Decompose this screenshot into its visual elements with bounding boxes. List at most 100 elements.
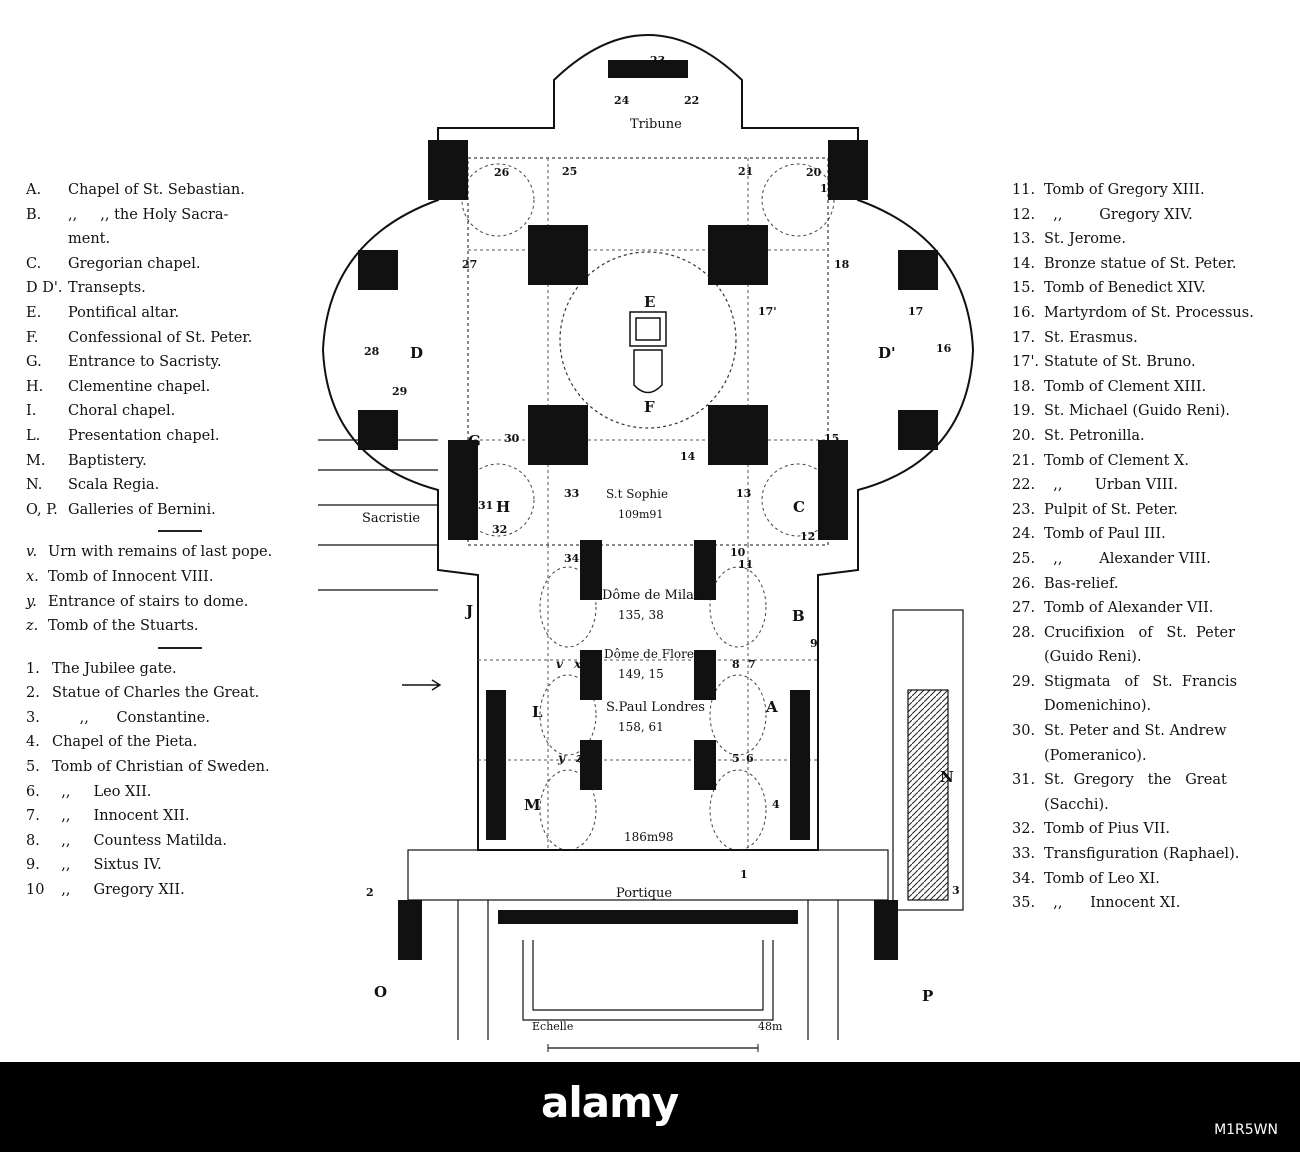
legend-entry: 33.Transfiguration (Raphael). — [1012, 842, 1282, 867]
legend-key: 35. — [1012, 895, 1036, 912]
legend-text: ment. — [68, 231, 111, 248]
legend-entry: 27. Tomb of Alexander VII. — [1012, 596, 1282, 621]
legend-text: Chapel of St. Sebastian. — [68, 182, 245, 198]
st-paul-length: 158, 61 — [618, 720, 664, 734]
marker-B: B — [792, 607, 805, 625]
legend-key: 7. — [26, 808, 40, 825]
marker-A: A — [765, 698, 778, 716]
legend-entry: C.Gregorian chapel. — [26, 252, 326, 277]
legend-key: I. — [26, 403, 37, 420]
legend-text: ,, Alexander VIII. — [1044, 550, 1211, 567]
legend-entry: 18.Tomb of Clement XIII. — [1012, 375, 1282, 400]
legend-key: M. — [26, 452, 46, 469]
legend-entry: (Pomeranico). — [1012, 744, 1282, 769]
legend-text: ,, Countess Matilda. — [52, 832, 228, 849]
marker-21: 21 — [738, 165, 753, 178]
legend-divider — [158, 530, 202, 533]
legend-text: Transfiguration (Raphael). — [1044, 846, 1240, 863]
legend-entry: 13.St. Jerome. — [1012, 227, 1282, 252]
marker-x: x — [573, 657, 582, 671]
legend-entry: 4.Chapel of the Pieta. — [26, 730, 326, 755]
legend-key: 23. — [1012, 501, 1036, 518]
marker-30: 30 — [504, 432, 520, 445]
marker-O: O — [374, 983, 387, 1001]
marker-J: J — [464, 602, 473, 620]
legend-text: Tomb of Alexander VII. — [1044, 600, 1214, 617]
marker-14: 14 — [680, 450, 696, 463]
legend-entry: L.Presentation chapel. — [26, 424, 326, 449]
marker-27: 27 — [462, 258, 477, 271]
marker-7: 7 — [748, 658, 756, 671]
legend-text: ,, Innocent XI. — [1044, 895, 1181, 912]
legend-numbers: 1.The Jubilee gate.2.Statue of Charles t… — [26, 657, 326, 903]
legend-entry: 31.St. Gregory the Great — [1012, 768, 1282, 793]
legend-right: 11.Tomb of Gregory XIII.12. ,, Gregory X… — [1012, 178, 1282, 916]
legend-text: Galleries of Bernini. — [68, 501, 216, 518]
legend-entry: (Guido Reni). — [1012, 645, 1282, 670]
legend-text: Gregorian chapel. — [68, 255, 201, 272]
marker-N: N — [940, 768, 954, 786]
legend-entry: I.Choral chapel. — [26, 399, 326, 424]
legend-entry: 12. ,, Gregory XIV. — [1012, 203, 1282, 228]
marker-17-prime: 17' — [758, 305, 777, 318]
legend-key: 1. — [26, 660, 40, 677]
legend-small-letters: v.Urn with remains of last pope.x.Tomb o… — [26, 540, 326, 638]
legend-text: Tomb of Pius VII. — [1044, 821, 1170, 838]
st-sophie-length: 109m91 — [618, 508, 663, 521]
legend-key: 30. — [1012, 723, 1036, 740]
marker-5: 5 — [732, 752, 740, 765]
legend-text: Pontifical altar. — [68, 304, 180, 321]
marker-G: G — [468, 432, 481, 450]
legend-text: ,, Leo XII. — [52, 783, 152, 800]
legend-entry: 17.St. Erasmus. — [1012, 326, 1282, 351]
legend-key: 27. — [1012, 600, 1036, 617]
legend-entry: y.Entrance of stairs to dome. — [26, 590, 326, 615]
legend-text: ,, ,, the Holy Sacra- — [68, 206, 229, 223]
marker-25: 25 — [562, 165, 577, 178]
legend-key: 17. — [1012, 329, 1036, 346]
st-paul-label: S.Paul Londres — [606, 700, 705, 715]
legend-key: E. — [26, 304, 42, 321]
legend-entry: 26.Bas-relief. — [1012, 572, 1282, 597]
legend-text: Tomb of Clement X. — [1044, 452, 1189, 469]
legend-key: N. — [26, 477, 43, 494]
legend-text: Tomb of Leo XI. — [1044, 870, 1160, 887]
dome-florence-length: 149, 15 — [618, 667, 664, 681]
marker-D: D — [410, 344, 423, 362]
legend-key: L. — [26, 427, 41, 444]
marker-M: M — [524, 796, 541, 814]
legend-key: 19. — [1012, 403, 1036, 420]
watermark-image-id: M1R5WN — [1214, 1122, 1278, 1138]
legend-entry: N. Scala Regia. — [26, 473, 326, 498]
legend-entry: G. Entrance to Sacristy. — [26, 350, 326, 375]
legend-text: Chapel of the Pieta. — [52, 734, 198, 751]
pontifical-altar — [629, 311, 667, 394]
legend-key: 29. — [1012, 673, 1036, 690]
legend-text: Baptistery. — [68, 452, 147, 469]
legend-key: 3. — [26, 709, 40, 726]
central-dome — [559, 251, 737, 429]
legend-entry: 35. ,, Innocent XI. — [1012, 891, 1282, 916]
legend-entry: 30.St. Peter and St. Andrew — [1012, 719, 1282, 744]
legend-left: A.Chapel of St. Sebastian.B.,, ,, the Ho… — [26, 178, 326, 903]
sacristie-label: Sacristie — [362, 511, 420, 526]
legend-entry: v.Urn with remains of last pope. — [26, 540, 326, 565]
legend-text: St. Jerome. — [1044, 231, 1126, 248]
marker-26: 26 — [494, 166, 510, 179]
legend-key: G. — [26, 354, 42, 371]
marker-F: F — [644, 398, 655, 416]
legend-text: Scala Regia. — [68, 477, 160, 494]
marker-L: L — [532, 703, 543, 721]
floor-plan: Tribune Sacristie Portique S.t Sophie 10… — [318, 34, 975, 1052]
legend-entry: 7. ,, Innocent XII. — [26, 804, 326, 829]
legend-entry: x.Tomb of Innocent VIII. — [26, 565, 326, 590]
legend-text: ,, Gregory XIV. — [1044, 206, 1193, 223]
legend-entry: 1.The Jubilee gate. — [26, 657, 326, 682]
legend-entry: 24.Tomb of Paul III. — [1012, 522, 1282, 547]
scale-label: Echelle — [532, 1020, 573, 1033]
legend-text: Entrance to Sacristy. — [68, 354, 222, 371]
legend-entry: 28.Crucifixion of St. Peter — [1012, 621, 1282, 646]
legend-key: F. — [26, 329, 39, 346]
marker-15: 15 — [824, 432, 839, 445]
legend-text: Tomb of Benedict XIV. — [1044, 280, 1206, 297]
